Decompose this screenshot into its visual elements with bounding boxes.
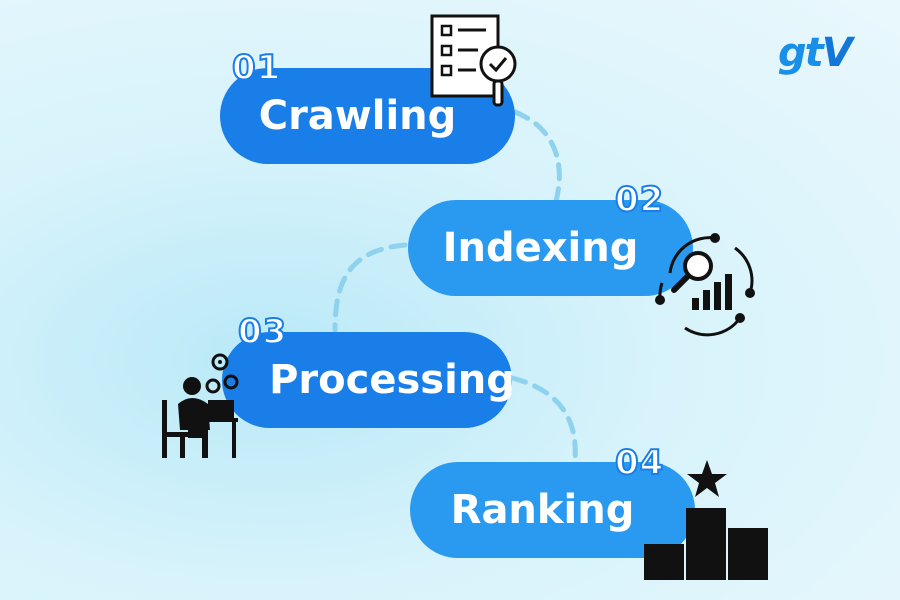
analytics-cycle-icon [655,233,755,337]
step-label: Ranking [450,487,635,533]
step-crawling: Crawling [220,68,515,164]
brand-logo: gtV [778,30,853,76]
checklist-magnifier-icon [430,14,517,107]
logo-text: gt [778,30,824,76]
step-number: 03 [237,311,288,353]
step-indexing: Indexing [408,200,693,296]
step-processing: Processing [222,332,515,428]
logo-v: V [821,30,853,76]
step-label: Indexing [442,225,639,271]
step-label: Crawling [258,93,457,139]
podium-star-icon [644,460,768,580]
step-ranking: Ranking [410,462,695,558]
step-number: 04 [614,442,665,484]
step-label: Processing [269,357,515,403]
step-number: 02 [614,179,665,221]
step-number: 01 [231,47,282,89]
person-computer-gears-icon [162,353,239,458]
